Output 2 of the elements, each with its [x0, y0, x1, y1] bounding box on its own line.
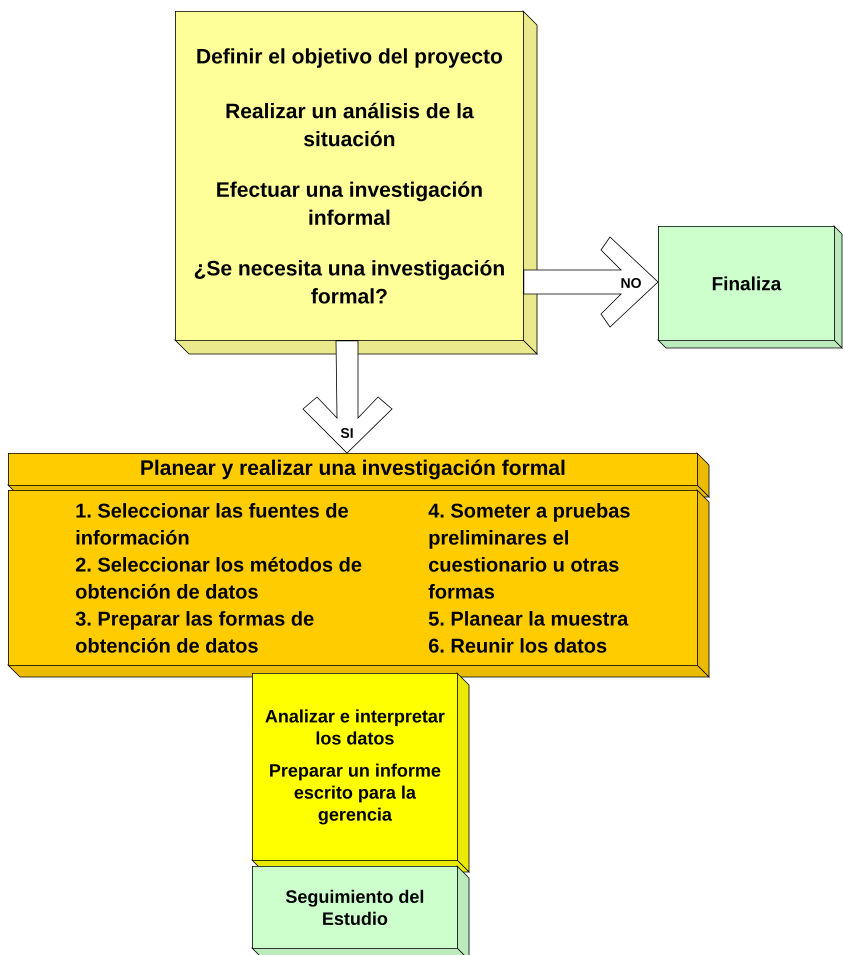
edge-label: NO: [620, 277, 642, 289]
edge-label: SI: [339, 427, 355, 439]
